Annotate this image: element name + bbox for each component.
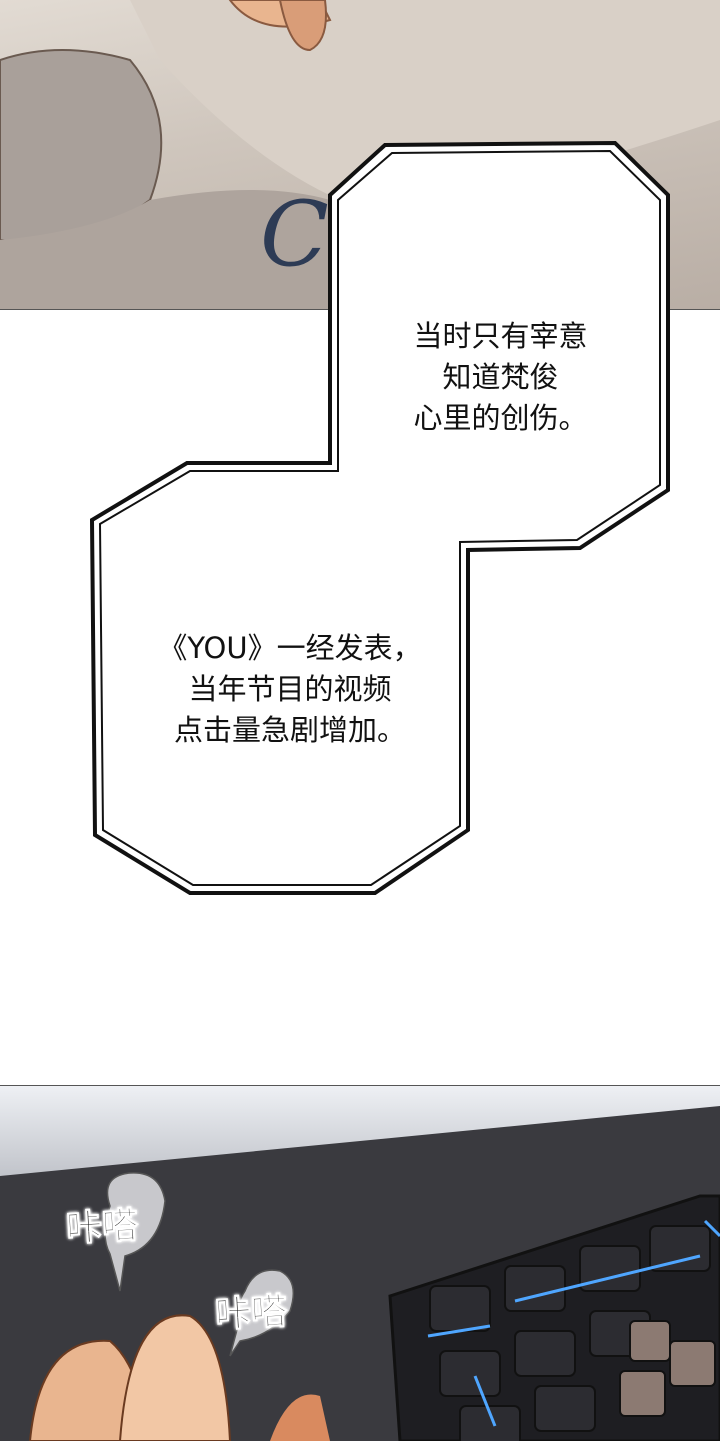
keyboard-backlight <box>427 1219 720 1427</box>
caption-line: 当时只有宰意 <box>413 319 588 353</box>
top-illustration-panel: Cl oud <box>0 0 720 310</box>
narration-caption-2: 《YOU》一经发表， 当年节目的视频 点击量急剧增加。 <box>130 628 450 751</box>
click-sound-effect: 咔嗒 <box>214 1291 289 1337</box>
caption-line: 当年节目的视频 <box>188 672 392 706</box>
svg-text:oud: oud <box>420 167 590 272</box>
bottom-keyboard-panel: 咔嗒 咔嗒 <box>0 1085 720 1441</box>
character-shoulder-illustration: Cl oud <box>0 0 720 309</box>
keyboard-typing-illustration <box>0 1106 720 1441</box>
caption-line: 知道梵俊 <box>442 360 559 394</box>
caption-line: 心里的创伤。 <box>413 401 588 435</box>
caption-line: 点击量急剧增加。 <box>173 713 406 747</box>
cloud-logo: Cl <box>260 182 358 287</box>
caption-line: 《YOU》一经发表， <box>158 631 422 665</box>
click-sound-effect: 咔嗒 <box>65 1205 140 1251</box>
narration-caption-1: 当时只有宰意 知道梵俊 心里的创伤。 <box>378 316 623 439</box>
